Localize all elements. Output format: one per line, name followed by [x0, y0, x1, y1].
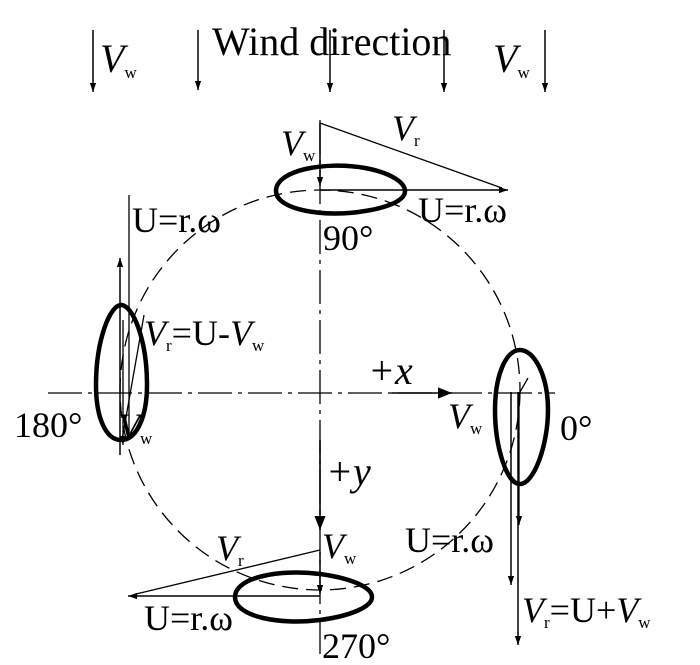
vw-label-top-right: Vw: [493, 36, 530, 82]
vw-label-270: Vw: [322, 526, 357, 568]
angle-0: 0°: [560, 408, 592, 448]
blade-0: [492, 347, 551, 645]
airfoil-270: [232, 570, 375, 624]
airfoil-90: [273, 163, 408, 216]
wind-direction-title: Wind direction: [212, 19, 451, 64]
blade-270: [128, 549, 375, 624]
vr-line-270: [135, 549, 321, 595]
vr-line-90: [319, 122, 503, 189]
vr-label-0: Vr=U+Vw: [522, 590, 651, 632]
y-axis-label: +y: [326, 449, 371, 494]
vr-line-180: [121, 314, 145, 441]
blade-90: [273, 122, 508, 216]
angle-180: 180°: [14, 405, 82, 445]
u-label-90: U=r.ω: [418, 190, 507, 230]
u-label-270: U=r.ω: [144, 598, 233, 638]
u-label-0: U=r.ω: [405, 520, 494, 560]
vr-label-270: Vr: [216, 528, 244, 570]
vw-label-90: Vw: [281, 123, 316, 165]
angle-270: 270°: [322, 626, 390, 665]
vw-label-180: Vw: [118, 406, 153, 448]
vw-label-0: Vw: [448, 396, 483, 438]
vw-label-top-left: Vw: [100, 36, 137, 82]
angle-90: 90°: [323, 218, 373, 258]
airfoil-0: [492, 347, 551, 487]
wind-direction-arrows: [89, 30, 549, 92]
vr-line-0: [519, 377, 529, 393]
blade-180: [93, 195, 150, 455]
x-axis-label: +x: [368, 348, 413, 393]
vr-label-90: Vr: [392, 108, 420, 150]
u-label-180: U=r.ω: [132, 200, 221, 240]
vr-label-180: Vr=U-Vw: [144, 313, 265, 355]
